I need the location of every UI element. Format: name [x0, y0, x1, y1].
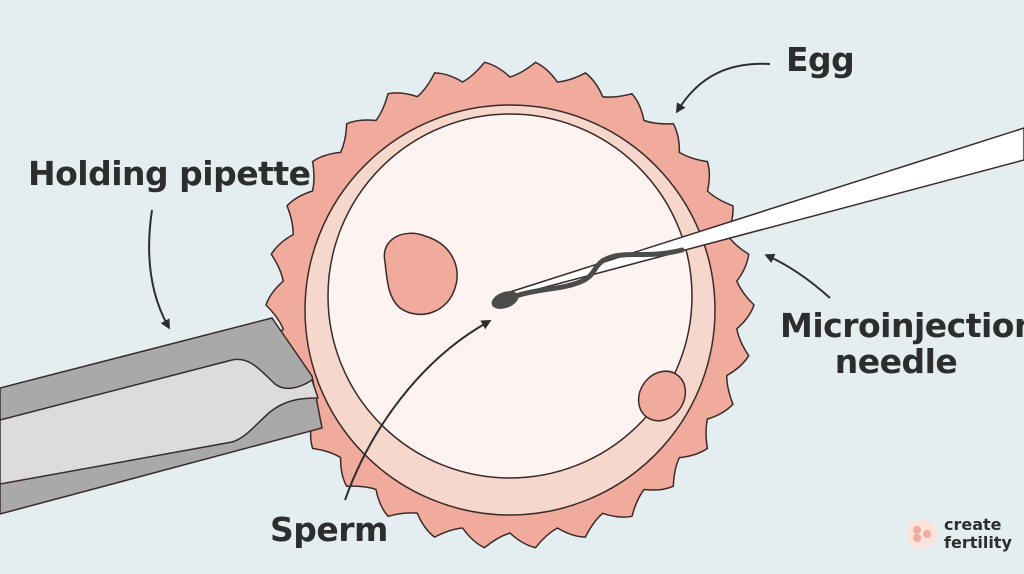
- needle-arrow: [764, 253, 831, 299]
- holding-pipette-label: Holding pipette: [28, 154, 311, 193]
- egg-nucleus: [383, 232, 458, 316]
- microinjection-needle-label: Microinjection needle: [780, 306, 1024, 381]
- sperm-cell: [491, 247, 685, 309]
- brand-line1: create: [944, 515, 1002, 534]
- needle-label-line1: Microinjection: [780, 306, 1024, 345]
- sperm-label: Sperm: [270, 510, 388, 549]
- holding-pipette: [0, 317, 323, 515]
- brand-name: create fertility: [944, 516, 1012, 552]
- holding-pipette-arrow: [148, 209, 170, 330]
- create-fertility-logo-icon: [907, 519, 937, 549]
- brand-line2: fertility: [944, 533, 1012, 552]
- sperm-tail: [513, 247, 685, 299]
- needle-label-line2: needle: [834, 342, 958, 381]
- holding-pipette-lumen: [0, 358, 320, 485]
- egg-label: Egg: [786, 40, 855, 79]
- polar-body: [637, 370, 687, 422]
- egg-arrow: [675, 62, 771, 114]
- sperm-arrow: [344, 320, 492, 501]
- sperm-head: [491, 291, 519, 309]
- brand-logo: create fertility: [906, 516, 1012, 552]
